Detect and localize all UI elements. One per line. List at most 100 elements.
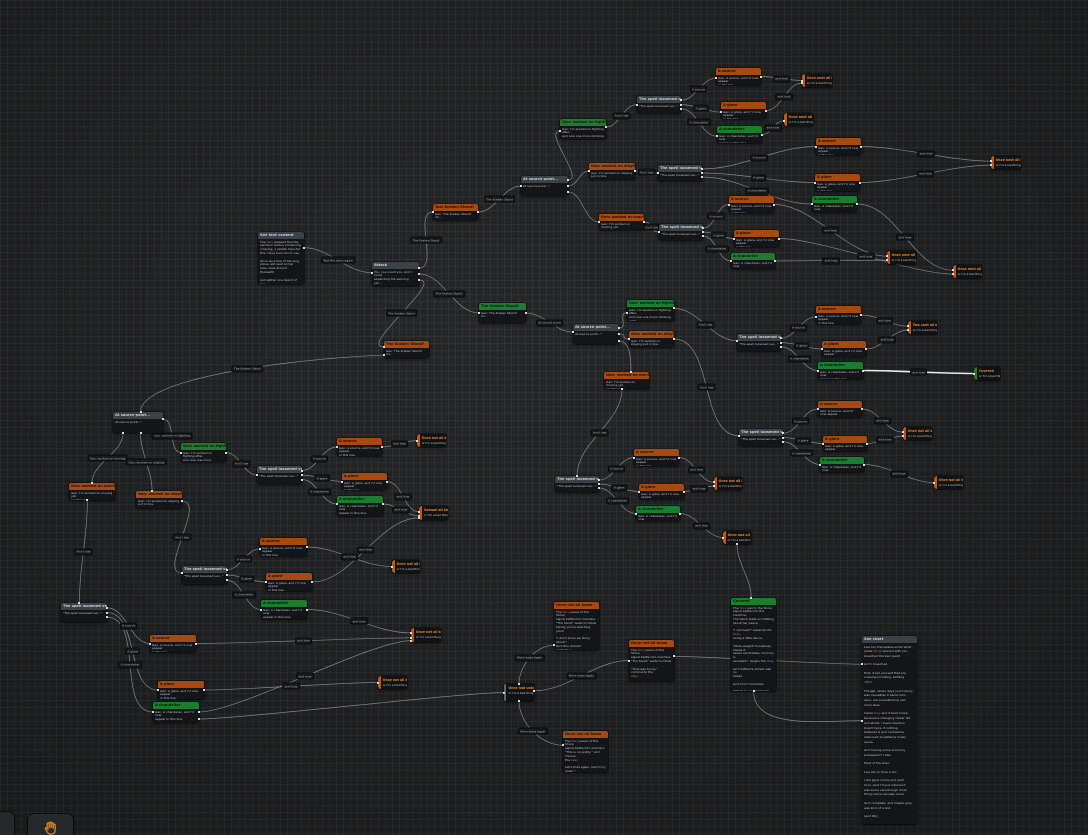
wire[interactable] (140, 355, 385, 413)
port[interactable] (701, 176, 703, 178)
port[interactable] (621, 388, 623, 390)
node-title-bar[interactable]: Gen: worked on moving (604, 372, 649, 379)
end-node-Le3[interactable]: Once not all knowor I'm a bad thing. (392, 560, 420, 573)
end-node-T15[interactable]: Once next all knowor I'm a bad thing. (991, 156, 1021, 169)
port[interactable] (728, 203, 730, 206)
node-title-bar[interactable]: Gen: worked on moving (69, 483, 115, 490)
port[interactable] (783, 119, 785, 122)
port[interactable] (822, 442, 824, 445)
end-node-Le5[interactable]: Once not all knowor I'm a bad thing. (378, 676, 407, 689)
graph-node-Lg2[interactable]: The spell loosened ver..."The spell loos… (182, 566, 227, 584)
port[interactable] (760, 75, 762, 78)
port[interactable] (862, 369, 864, 372)
node-title-bar[interactable]: Once not all know (554, 602, 599, 609)
port[interactable] (418, 273, 420, 275)
node-title-bar[interactable]: A glare (266, 573, 312, 580)
edge-tool-button[interactable] (0, 812, 14, 835)
end-node-Le1[interactable]: Once not all knowor I'm a bad thing. (417, 434, 446, 447)
wire[interactable] (618, 312, 628, 329)
port[interactable] (678, 456, 680, 459)
wire[interactable] (555, 130, 573, 181)
graph-node-T1[interactable]: Test Kraken Stand?Gen: The Kraken Stand?… (433, 204, 478, 220)
port[interactable] (817, 369, 819, 372)
node-title-bar[interactable]: At source point... (521, 176, 568, 183)
end-node-S25[interactable]: Once and all knowor I'm a bad thing. (723, 531, 751, 544)
node-title-bar[interactable]: Gen: worked on staying (589, 163, 635, 170)
port[interactable] (311, 581, 313, 583)
port[interactable] (702, 227, 704, 229)
port[interactable] (418, 516, 420, 519)
port[interactable] (181, 572, 183, 575)
port[interactable] (122, 432, 124, 434)
port[interactable] (86, 499, 89, 501)
port[interactable] (774, 260, 776, 262)
node-title-bar[interactable]: Gen: worked on staying (629, 331, 674, 338)
port[interactable] (817, 408, 819, 410)
port[interactable] (181, 500, 183, 503)
port[interactable] (203, 689, 205, 691)
port[interactable] (303, 246, 305, 249)
port[interactable] (106, 616, 108, 619)
port[interactable] (260, 608, 262, 611)
port[interactable] (733, 237, 735, 240)
port[interactable] (782, 440, 784, 443)
port[interactable] (865, 348, 867, 350)
end-node-T21[interactable]: Once next all knowor I'm a bad thing. (887, 251, 916, 264)
node-title-bar[interactable]: A chandelier (261, 600, 307, 607)
port[interactable] (525, 312, 527, 314)
port[interactable] (702, 235, 704, 237)
port[interactable] (780, 337, 782, 340)
port[interactable] (990, 160, 992, 163)
node-title-bar[interactable]: A source (150, 635, 196, 642)
port[interactable] (198, 718, 200, 720)
node-title-bar[interactable]: Test Kraken Stand? (433, 204, 478, 211)
port[interactable] (626, 311, 628, 314)
port[interactable] (973, 372, 975, 375)
node-title-bar[interactable]: The spell loosened ver... (555, 476, 599, 483)
port[interactable] (861, 663, 863, 666)
port[interactable] (381, 446, 383, 448)
port[interactable] (716, 135, 718, 138)
port[interactable] (657, 172, 659, 174)
port[interactable] (91, 482, 93, 484)
node-title-bar[interactable]: A chandelier (636, 506, 680, 513)
port[interactable] (195, 642, 197, 645)
port[interactable] (149, 642, 151, 645)
port[interactable] (418, 510, 420, 513)
port[interactable] (386, 480, 388, 483)
port[interactable] (567, 185, 569, 187)
wire[interactable] (753, 690, 863, 723)
port[interactable] (306, 608, 308, 611)
wire[interactable] (567, 170, 590, 187)
end-node-B1[interactable]: Once had unknown leor I'm a bad thing. (504, 684, 534, 701)
node-title-bar[interactable]: The spell loosened ver... (739, 429, 783, 436)
port[interactable] (371, 271, 373, 274)
port[interactable] (761, 133, 763, 136)
port[interactable] (559, 130, 561, 132)
port[interactable] (933, 481, 935, 484)
node-title-bar[interactable]: Gen: worked on staying (136, 491, 182, 498)
port[interactable] (518, 683, 520, 685)
end-node-T9[interactable]: Once next all knowor I'm a bad thing. (784, 113, 813, 126)
port[interactable] (811, 203, 813, 205)
end-node-S18[interactable]: Once not all knowor I'm a bad thing. (903, 427, 932, 440)
port[interactable] (886, 259, 888, 262)
port[interactable] (736, 543, 738, 545)
port[interactable] (634, 170, 636, 172)
port[interactable] (643, 221, 645, 223)
port[interactable] (635, 512, 637, 515)
port[interactable] (478, 312, 480, 314)
port[interactable] (866, 442, 868, 445)
node-title-bar[interactable]: A chandelier (812, 196, 857, 203)
